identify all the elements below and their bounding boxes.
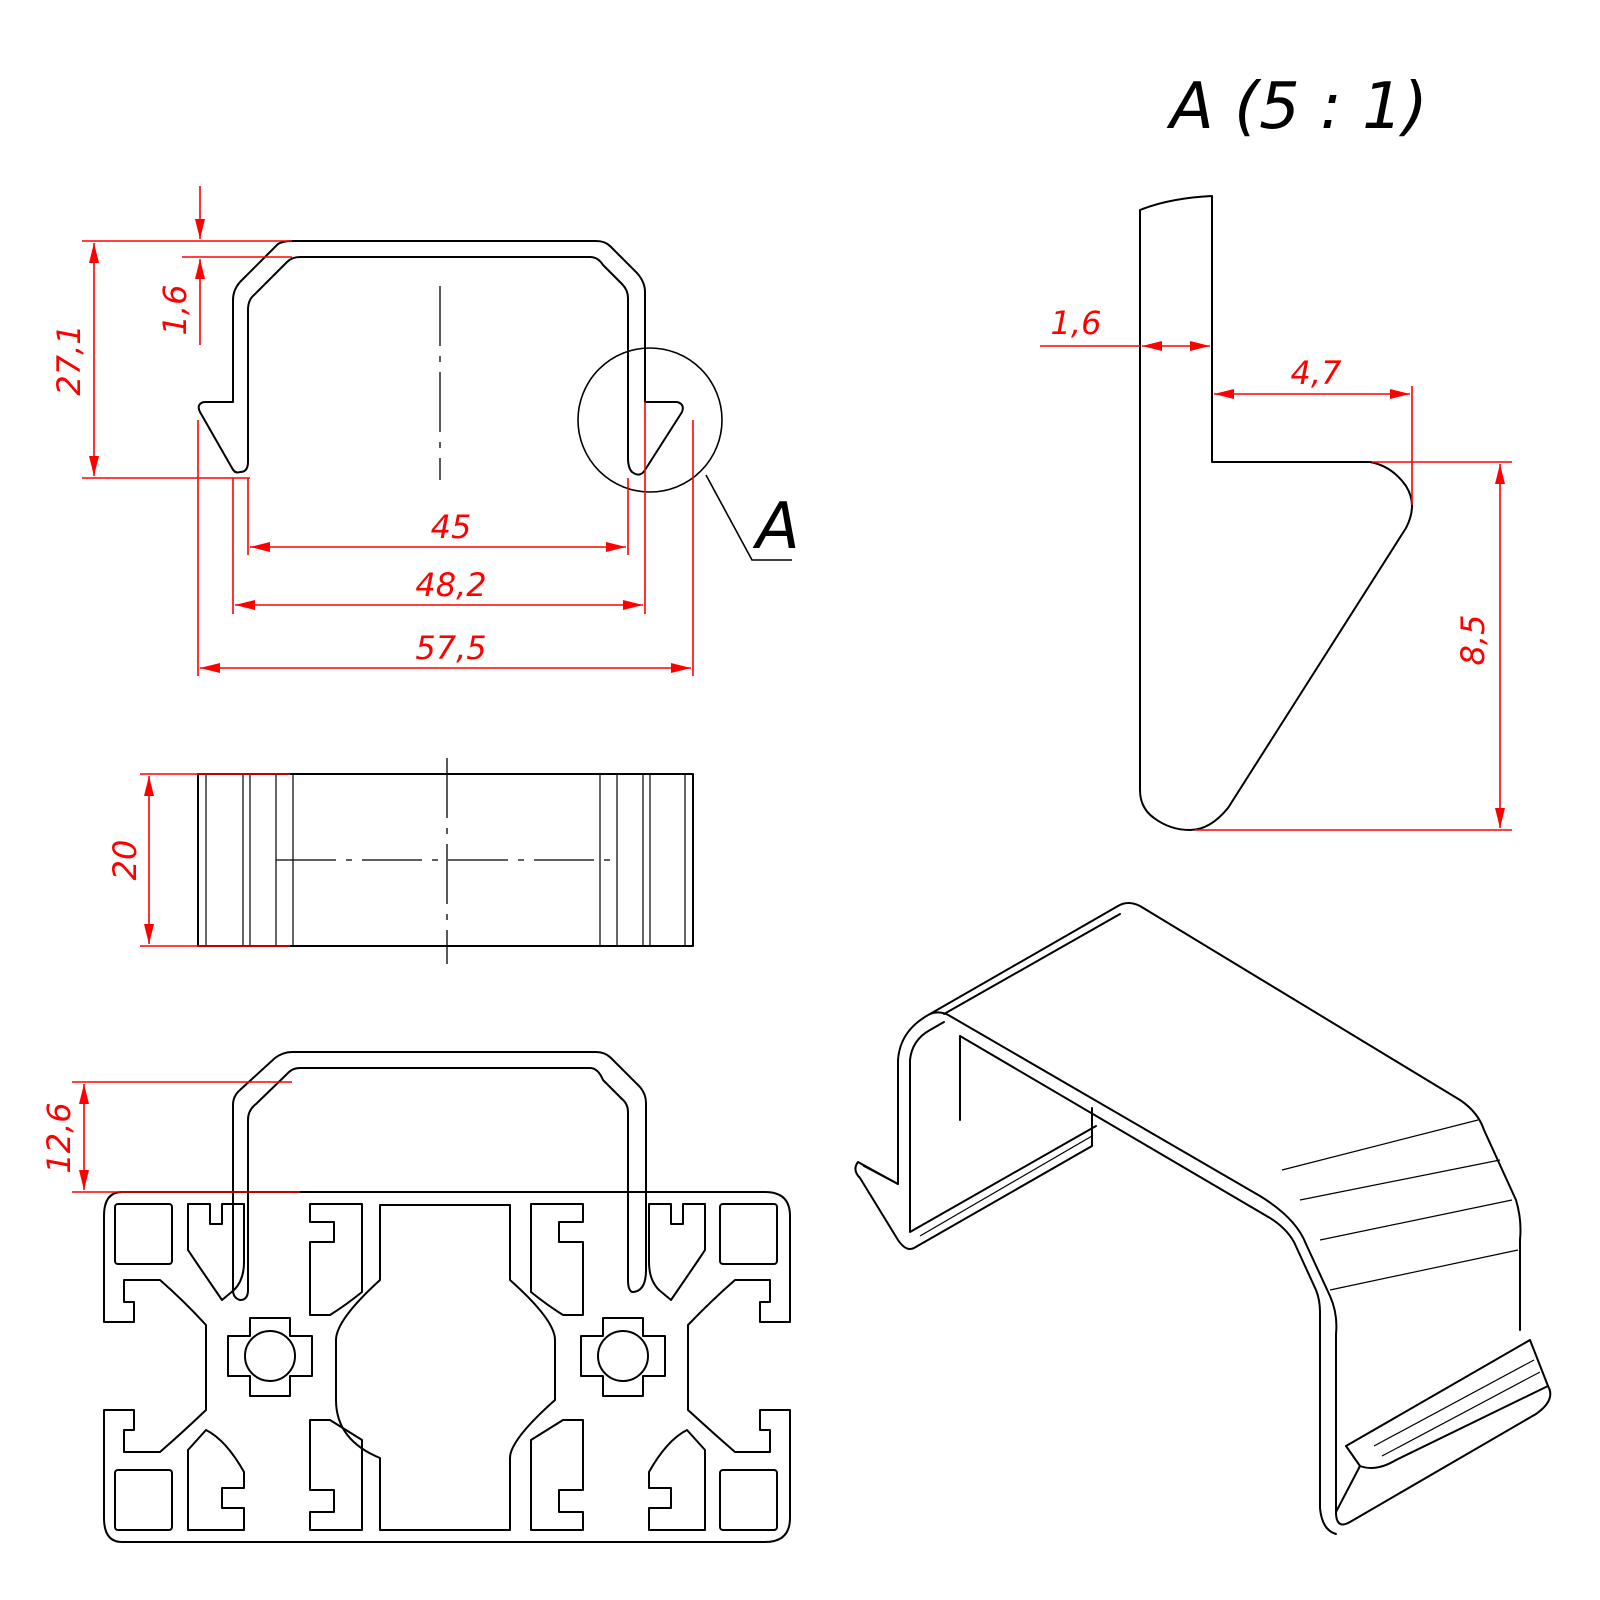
slot-bottom-left <box>187 1429 245 1531</box>
assembly-dimensions: 12,6 <box>40 1081 300 1193</box>
detail-lip-height-text: 8,5 <box>1454 615 1492 666</box>
engagement-dim-text: 12,6 <box>40 1102 78 1173</box>
outer-width-text: 48,2 <box>415 566 486 604</box>
isometric-view <box>854 902 1552 1535</box>
detail-title: A (5 : 1) <box>1166 70 1428 144</box>
slot-bottom-right <box>648 1429 706 1531</box>
side-view <box>197 758 694 964</box>
detail-thickness-text: 1,6 <box>1051 304 1102 342</box>
core-circle-left <box>244 1330 296 1382</box>
slot-top-right <box>648 1203 706 1301</box>
clip-outer-profile <box>197 240 684 476</box>
slot-bottom-mid-left <box>309 1419 363 1531</box>
top-thickness-text: 1,6 <box>156 285 194 336</box>
detail-lip-text: 4,7 <box>1291 354 1343 392</box>
slot-bottom-mid-right <box>530 1419 584 1531</box>
overall-width-text: 57,5 <box>415 629 486 667</box>
detail-leader <box>705 474 792 561</box>
cavity-center <box>335 1204 556 1531</box>
slot-top-mid-left <box>309 1203 363 1316</box>
assembly-clip <box>232 1051 647 1301</box>
front-dimensions: 27,1 1,6 45 48,2 57,5 <box>50 186 694 676</box>
front-view: A <box>197 240 800 564</box>
side-outline <box>197 773 694 947</box>
cavity-bottom-right <box>719 1469 778 1531</box>
detail-callout-label: A <box>752 490 800 564</box>
slot-top-mid-right <box>530 1203 584 1316</box>
core-bore-right <box>580 1317 666 1397</box>
height-dim-text: 27,1 <box>50 324 88 395</box>
slot-top-left <box>187 1203 245 1301</box>
detail-dimensions: 1,6 4,7 8,5 <box>1040 304 1512 831</box>
iso-right-leg <box>1335 1333 1552 1526</box>
detail-profile <box>1139 195 1413 831</box>
core-circle-right <box>597 1330 649 1382</box>
iso-left-leg <box>854 1059 1093 1250</box>
aluminium-profile-outline <box>103 1191 791 1543</box>
depth-dim-text: 20 <box>106 840 144 881</box>
side-dimensions: 20 <box>106 773 290 947</box>
detail-circle <box>577 347 723 493</box>
inner-width-text: 45 <box>431 508 472 546</box>
core-bore-left <box>227 1317 313 1397</box>
cavity-bottom-left <box>114 1469 173 1531</box>
assembly-view <box>103 1051 791 1543</box>
cavity-top-left <box>114 1203 173 1265</box>
cavity-top-right <box>719 1203 778 1265</box>
iso-top-band <box>897 902 1522 1241</box>
detail-view: A (5 : 1) <box>1139 70 1428 831</box>
